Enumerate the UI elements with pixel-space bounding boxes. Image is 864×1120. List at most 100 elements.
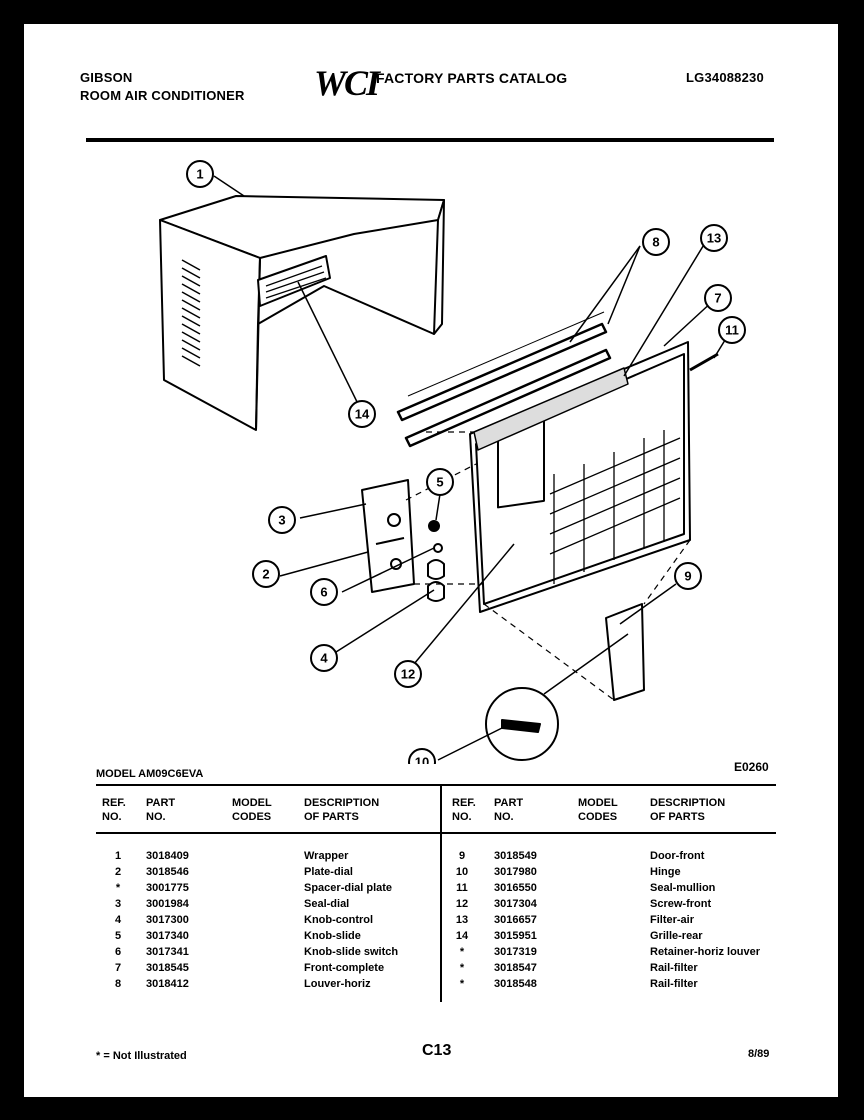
callout-8: 8: [652, 235, 659, 250]
ref-number: 5: [114, 930, 122, 942]
callout-10: 10: [415, 755, 429, 765]
part-number: 3017304: [494, 898, 537, 910]
drawing-number: E0260: [734, 760, 769, 774]
ref-number: 3: [114, 898, 122, 910]
model-number: MODEL AM09C6EVA: [96, 768, 204, 780]
part-description: Spacer-dial plate: [304, 882, 393, 894]
dial-plate-part: [361, 479, 415, 593]
hinge-detail: [485, 687, 559, 761]
ref-number: 9: [458, 850, 466, 862]
mullion-seal-part: [689, 352, 719, 372]
table-divider: [440, 784, 442, 1002]
ref-number: *: [115, 882, 121, 894]
catalog-number: LG34088230: [686, 70, 764, 85]
part-number: 3018547: [494, 962, 537, 974]
part-number: 3017300: [146, 914, 189, 926]
callout-13: 13: [707, 231, 721, 246]
ref-number: 4: [114, 914, 122, 926]
header-description: DESCRIPTION OF PARTS: [304, 797, 380, 823]
part-number: 3018546: [146, 866, 189, 878]
rear-grille-part: [257, 255, 331, 307]
header-part-no: PART NO.: [146, 797, 176, 823]
callout-7: 7: [714, 291, 721, 306]
callout-11: 11: [725, 323, 739, 338]
catalog-page: GIBSON ROOM AIR CONDITIONER WCI FACTORY …: [24, 24, 838, 1097]
ref-number: 14: [455, 930, 469, 942]
part-description: Hinge: [650, 866, 681, 878]
brand-name: GIBSON: [80, 70, 133, 85]
part-number: 3001984: [146, 898, 189, 910]
part-number: 3016550: [494, 882, 537, 894]
part-description: Seal-dial: [304, 898, 350, 910]
front-panel-part: [469, 341, 691, 613]
table-header-rule: [96, 832, 776, 834]
header-part-no-right: PART NO.: [494, 797, 524, 823]
ref-number: *: [459, 962, 465, 974]
part-description: Knob-control: [304, 914, 374, 926]
part-description: Screw-front: [650, 898, 712, 910]
ref-number: *: [459, 978, 465, 990]
part-description: Plate-dial: [304, 866, 353, 878]
callout-12: 12: [401, 667, 415, 682]
part-description: Door-front: [650, 850, 705, 862]
part-number: 3017980: [494, 866, 537, 878]
page-number: C13: [422, 1042, 452, 1059]
part-number: 3016657: [494, 914, 537, 926]
callout-3: 3: [278, 513, 285, 528]
part-description: Louver-horiz: [304, 978, 371, 990]
part-number: 3017340: [146, 930, 189, 942]
footnote: * = Not Illustrated: [96, 1050, 187, 1062]
product-name: ROOM AIR CONDITIONER: [80, 88, 245, 103]
ref-number: 13: [455, 914, 469, 926]
part-description: Filter-air: [650, 914, 695, 926]
part-description: Front-complete: [304, 962, 385, 974]
header-ref-no: REF. NO.: [102, 797, 126, 823]
part-description: Rail-filter: [650, 962, 698, 974]
front-door-part: [605, 603, 645, 701]
ref-number: 10: [455, 866, 469, 878]
ref-number: 8: [114, 978, 122, 990]
ref-number: 6: [114, 946, 122, 958]
horizontal-louvers-part: [396, 311, 612, 448]
callout-9: 9: [684, 569, 691, 584]
callout-1: 1: [196, 167, 203, 182]
part-number: 3018549: [494, 850, 537, 862]
part-description: Retainer-horiz louver: [650, 946, 761, 958]
part-number: 3018545: [146, 962, 189, 974]
ref-number: 2: [114, 866, 122, 878]
wci-logo: WCI: [314, 63, 380, 103]
ref-number: 7: [114, 962, 122, 974]
part-number: 3001775: [146, 882, 189, 894]
callout-5: 5: [436, 475, 443, 490]
header-model-codes: MODEL CODES: [232, 797, 272, 823]
control-knobs-part: [427, 520, 445, 602]
part-description: Knob-slide switch: [304, 946, 399, 958]
part-number: 3018409: [146, 850, 189, 862]
part-number: 3018548: [494, 978, 537, 990]
part-description: Rail-filter: [650, 978, 698, 990]
exploded-parts-diagram: 1 2 3 4 5 6 7 8 9 10 11 12 13 14: [159, 160, 746, 765]
callout-4: 4: [320, 651, 328, 666]
header-description-right: DESCRIPTION OF PARTS: [650, 797, 726, 823]
ref-number: 1: [114, 850, 122, 862]
part-description: Seal-mullion: [650, 882, 716, 894]
callout-14: 14: [355, 407, 370, 422]
part-description: Wrapper: [304, 850, 349, 862]
catalog-title: FACTORY PARTS CATALOG: [376, 70, 568, 86]
table-top-rule: [96, 784, 776, 786]
part-description: Knob-slide: [304, 930, 361, 942]
catalog-date: 8/89: [748, 1048, 770, 1060]
callout-6: 6: [320, 585, 327, 600]
header-ref-no-right: REF. NO.: [452, 797, 476, 823]
part-number: 3018412: [146, 978, 189, 990]
part-number: 3015951: [494, 930, 537, 942]
part-description: Grille-rear: [650, 930, 703, 942]
callout-2: 2: [262, 567, 269, 582]
ref-number: *: [459, 946, 465, 958]
header-model-codes-right: MODEL CODES: [578, 797, 618, 823]
ref-number: 11: [456, 882, 468, 894]
ref-number: 12: [455, 898, 469, 910]
wrapper-part: [159, 195, 445, 431]
header-rule: [86, 138, 774, 142]
part-number: 3017341: [146, 946, 189, 958]
